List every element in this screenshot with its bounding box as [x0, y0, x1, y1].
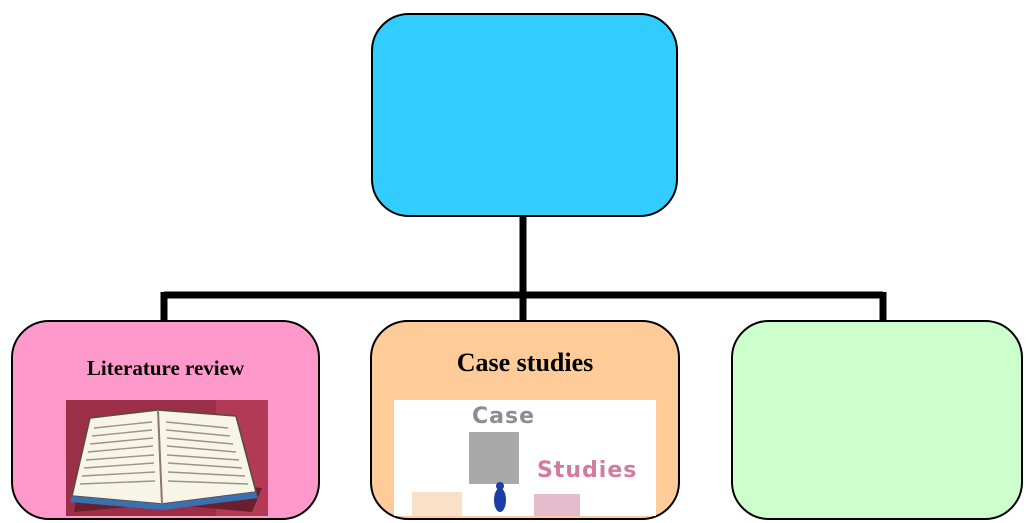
literature-review-box: Literature review [11, 320, 320, 520]
person-figure-icon [494, 482, 506, 512]
case-studies-label: Case studies [456, 348, 594, 377]
empty-right-box [731, 320, 1023, 520]
case-studies-box: Case studies Case Studies [370, 320, 680, 520]
pink-block [534, 494, 580, 516]
root-node-box [371, 13, 678, 217]
open-book-image [66, 400, 268, 516]
case-word: Case [472, 404, 536, 429]
peach-block [412, 492, 462, 516]
literature-review-label: Literature review [86, 356, 245, 380]
studies-word: Studies [537, 458, 638, 483]
case-studies-image: Case Studies [394, 400, 656, 516]
grey-block [469, 432, 519, 484]
